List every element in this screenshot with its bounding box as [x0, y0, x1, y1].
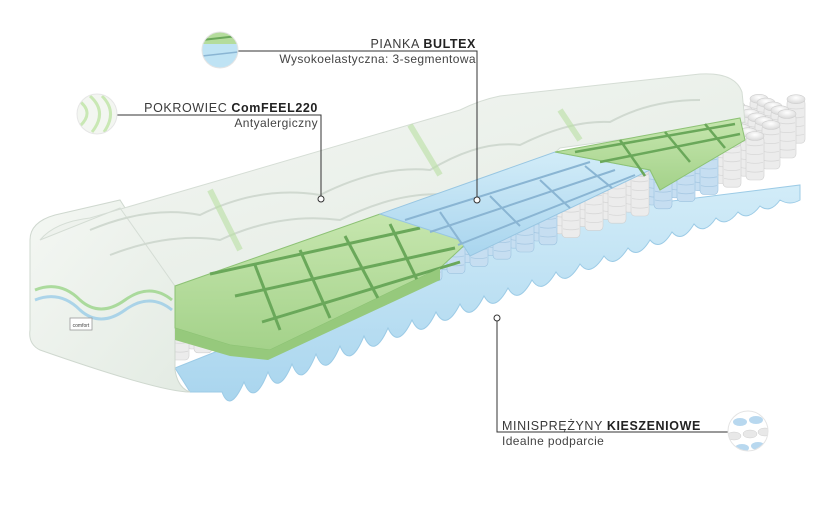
- pocket-spring-ridge: [654, 190, 672, 193]
- pocket-spring-ridge: [539, 226, 557, 229]
- brand-tag: [69, 317, 93, 331]
- pocket-spring-ridge: [677, 192, 695, 195]
- pocket-spring-ridge: [778, 148, 796, 151]
- green-foam-grooves-back: [574, 122, 741, 177]
- pocket-spring-ridge: [562, 210, 580, 213]
- cover-callout-title-bold: ComFEEL220: [231, 101, 318, 115]
- pocket-spring-ridge: [700, 176, 718, 179]
- springs-callout-title-light: MINISPRĘŻYNY: [502, 419, 607, 433]
- cover-callout: POKROWIEC ComFEEL220 Antyalergiczny: [120, 101, 318, 131]
- brand-tag-text: comfort: [73, 323, 90, 329]
- pocket-spring-ridge: [608, 214, 626, 216]
- pocket-spring-ridge: [762, 151, 780, 153]
- pocket-spring-ridge: [723, 178, 741, 180]
- springs-callout: MINISPRĘŻYNY KIESZENIOWE Idealne podparc…: [502, 419, 728, 449]
- leader-line-foam: [237, 50, 478, 200]
- pocket-spring-ridge: [778, 122, 796, 125]
- pocket-spring-ridge: [516, 234, 534, 236]
- pocket-spring-ridge: [631, 198, 649, 200]
- pocket-spring-ridge: [746, 170, 764, 173]
- pocket-spring-top: [786, 94, 806, 104]
- foam-swatch-icon: [201, 31, 239, 69]
- pocket-spring-ridge: [493, 250, 511, 252]
- pocket-spring-ridge: [470, 257, 488, 259]
- leader-line-springs: [496, 318, 728, 433]
- pocket-spring-ridge: [608, 205, 626, 207]
- pocket-spring: [630, 171, 650, 217]
- foam-callout-title-bold: BULTEX: [423, 37, 476, 51]
- pocket-spring-ridge: [778, 131, 796, 133]
- green-foam-segment-back: [554, 117, 746, 191]
- pocket-spring-ridge: [539, 235, 557, 238]
- springs-callout-title-bold: KIESZENIOWE: [606, 419, 701, 433]
- foam-marker: [473, 196, 481, 204]
- cover-marker: [317, 195, 325, 203]
- pocket-spring-ridge: [585, 221, 603, 223]
- blue-foam-grooves: [404, 161, 636, 246]
- pocket-spring-ridge: [723, 151, 741, 154]
- pocket-spring-ridge: [723, 160, 741, 163]
- pocket-spring-ridge: [585, 212, 603, 215]
- pocket-spring: [761, 124, 781, 170]
- pocket-spring-ridge: [723, 169, 741, 171]
- pocket-spring-ridge: [778, 140, 796, 142]
- foam-callout-title-light: PIANKA: [370, 37, 424, 51]
- pocket-spring-ridge: [562, 219, 580, 222]
- leader-line-cover: [117, 114, 322, 199]
- pocket-spring-ridge: [562, 228, 580, 231]
- fabric-swatch-icon: [76, 93, 118, 135]
- cover-green-pattern: [207, 108, 583, 252]
- cover-wave-pattern: [34, 285, 173, 311]
- foam-callout: PIANKA BULTEX Wysokoelastyczna: 3-segmen…: [250, 37, 476, 67]
- pocket-spring-ridge: [746, 153, 764, 155]
- cover-callout-subtitle: Antyalergiczny: [234, 116, 318, 130]
- foam-callout-subtitle: Wysokoelastyczna: 3-segmentowa: [279, 52, 476, 66]
- leader-lines: [117, 50, 728, 433]
- pocket-spring-top: [745, 131, 765, 141]
- cover-wave-pattern-2: [34, 295, 173, 321]
- pocket-spring-ridge: [762, 133, 780, 136]
- cover-callout-title-light: POKROWIEC: [144, 101, 232, 115]
- pocket-spring-ridge: [631, 206, 649, 209]
- pocket-spring-ridge: [700, 185, 718, 187]
- springs-swatch-icon: [727, 410, 769, 452]
- pocket-spring-ridge: [762, 159, 780, 162]
- green-foam-side-front: [175, 268, 440, 360]
- springs-marker: [493, 314, 501, 322]
- pocket-spring-ridge: [746, 162, 764, 164]
- pocket-spring-ridge: [654, 199, 672, 202]
- pocket-spring-ridge: [746, 144, 764, 147]
- base-foam-layer: [174, 184, 801, 402]
- pocket-spring-ridge: [677, 183, 695, 186]
- pocket-spring-ridge: [631, 189, 649, 191]
- springs-callout-subtitle: Idealne podparcie: [502, 434, 605, 448]
- pocket-spring-top: [777, 109, 797, 119]
- pocket-spring-ridge: [700, 167, 718, 170]
- pocket-spring-ridge: [762, 142, 780, 144]
- pocket-spring: [745, 135, 765, 181]
- pocket-spring-ridge: [516, 242, 534, 245]
- green-foam-grooves-front: [209, 223, 461, 331]
- pocket-spring-ridge: [787, 107, 805, 110]
- pocket-spring: [777, 113, 797, 159]
- pocket-spring-top: [761, 120, 781, 130]
- pocket-spring-ridge: [585, 203, 603, 206]
- pocket-spring-ridge: [631, 180, 649, 183]
- pocket-spring-ridge: [608, 196, 626, 199]
